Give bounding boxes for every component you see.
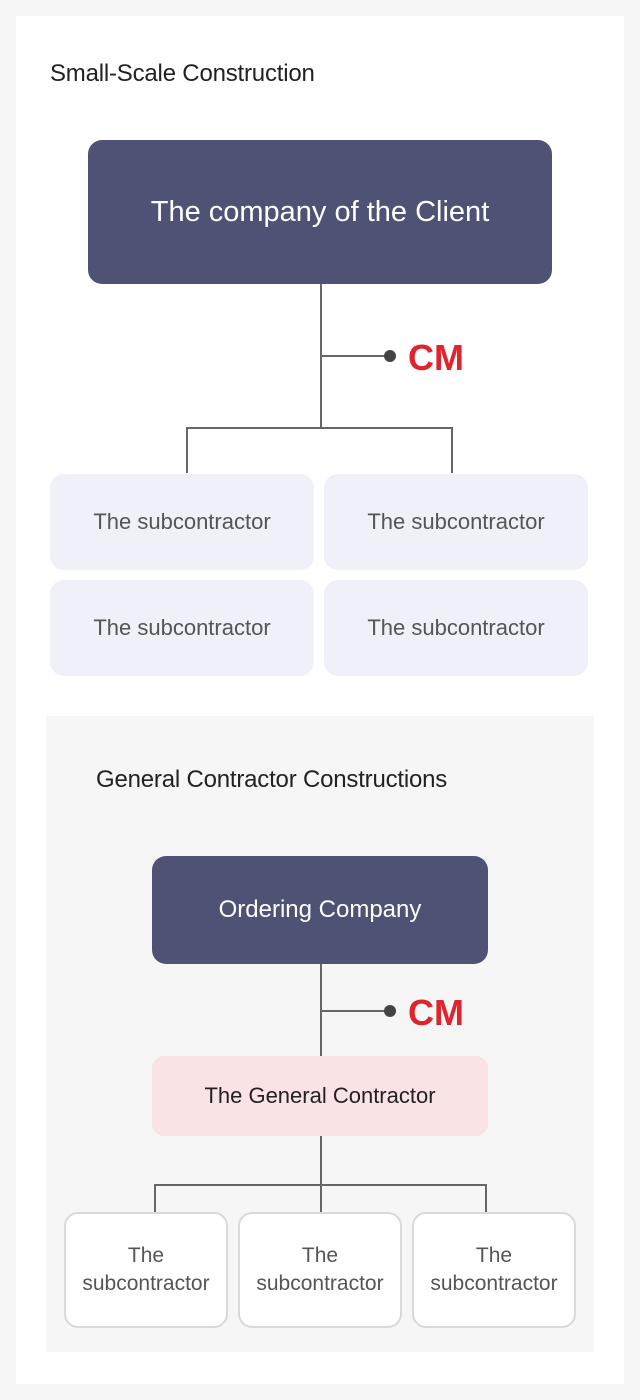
subcontractor-label-line2: subcontractor <box>430 1272 558 1295</box>
subcontractor-label: The subcontractor <box>93 615 271 640</box>
subcontractor-label-line1: The <box>301 1244 339 1267</box>
subcontractor-label: The subcontractor <box>93 509 271 534</box>
connector-gc-horizontal <box>154 1184 486 1186</box>
subcontractor-label: The subcontractor <box>367 615 545 640</box>
subcontractor-label: The subcontractor <box>367 509 545 534</box>
connector-right-drop <box>451 427 453 473</box>
connector-cm-branch <box>320 1010 390 1012</box>
subcontractor-box: The subcontractor <box>50 474 314 570</box>
subcontractor-box: The subcontractor <box>412 1212 576 1328</box>
general-contractor-label: The General Contractor <box>204 1083 436 1108</box>
section-title-general-contractor: General Contractor Constructions <box>96 766 448 793</box>
client-company-box: The company of the Client <box>88 140 552 284</box>
connector-left-drop <box>186 427 188 473</box>
subcontractor-label-line1: The <box>127 1244 165 1267</box>
subcontractor-label-line2: subcontractor <box>82 1272 210 1295</box>
ordering-company-box: Ordering Company <box>152 856 488 964</box>
subcontractor-label-line1: The <box>475 1244 513 1267</box>
connector-gc-left-drop <box>154 1184 156 1212</box>
subcontractor-box: The subcontractor <box>238 1212 402 1328</box>
connector-cm-branch <box>320 355 390 357</box>
subcontractor-box: The subcontractor <box>64 1212 228 1328</box>
connector-split-horizontal <box>186 427 452 429</box>
cm-label-small-scale: CM <box>408 337 464 378</box>
cm-label-general: CM <box>408 992 464 1033</box>
client-company-label: The company of the Client <box>150 195 490 228</box>
subcontractor-label-line2: subcontractor <box>256 1272 384 1295</box>
subcontractor-box: The subcontractor <box>324 580 588 676</box>
subcontractor-box: The subcontractor <box>50 580 314 676</box>
section-title-small-scale: Small-Scale Construction <box>50 60 315 87</box>
cm-dot <box>384 1005 396 1017</box>
connector-gc-vertical <box>320 1136 322 1212</box>
ordering-company-label: Ordering Company <box>218 896 422 923</box>
cm-dot <box>384 350 396 362</box>
general-contractor-box: The General Contractor <box>152 1056 488 1136</box>
connector-gc-right-drop <box>485 1184 487 1212</box>
subcontractor-box: The subcontractor <box>324 474 588 570</box>
